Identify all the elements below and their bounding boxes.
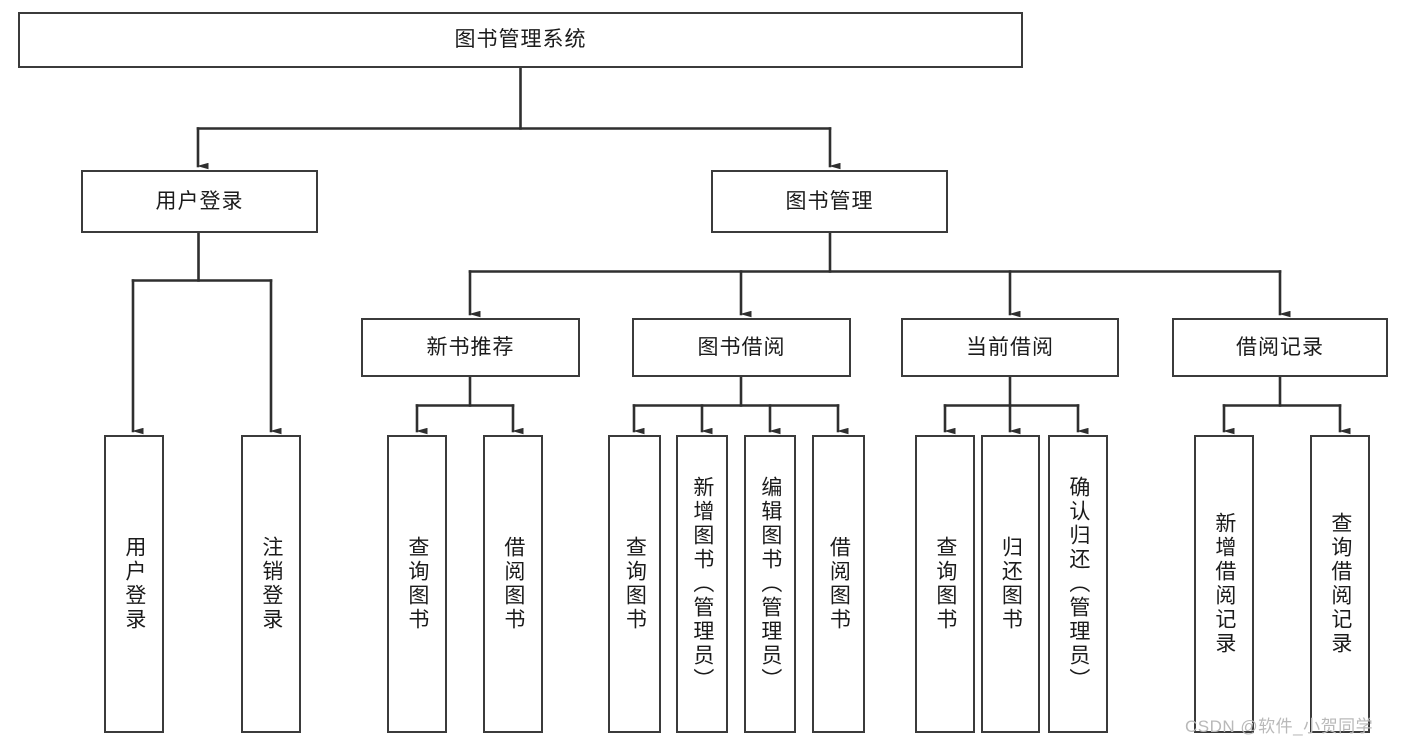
- edge-group-root: [196, 66, 841, 170]
- edge-group-borrow-record: [1222, 375, 1351, 435]
- node-leaf-query-book-2-label: 查询图书: [623, 536, 647, 632]
- edge-group-new-book-recommend: [415, 375, 524, 435]
- node-leaf-edit-book-label: 编辑图书（管理员）: [758, 476, 782, 692]
- node-leaf-query-book-2[interactable]: 查询图书: [608, 435, 661, 733]
- node-leaf-add-record-label: 新增借阅记录: [1212, 512, 1236, 656]
- node-new-book-recommend-label: 新书推荐: [426, 335, 515, 359]
- node-root[interactable]: 图书管理系统: [18, 12, 1023, 68]
- node-leaf-return-book-label: 归还图书: [999, 536, 1023, 632]
- node-leaf-add-book-label: 新增图书（管理员）: [690, 476, 714, 692]
- node-leaf-confirm-return[interactable]: 确认归还（管理员）: [1048, 435, 1108, 733]
- node-current-borrow[interactable]: 当前借阅: [901, 318, 1119, 377]
- node-book-manage-label: 图书管理: [785, 189, 874, 213]
- node-leaf-add-record[interactable]: 新增借阅记录: [1194, 435, 1254, 733]
- node-book-borrow[interactable]: 图书借阅: [632, 318, 851, 377]
- node-leaf-borrow-book-2[interactable]: 借阅图书: [812, 435, 865, 733]
- node-leaf-confirm-return-label: 确认归还（管理员）: [1066, 476, 1090, 692]
- node-leaf-add-book[interactable]: 新增图书（管理员）: [676, 435, 728, 733]
- node-leaf-query-book-3[interactable]: 查询图书: [915, 435, 975, 733]
- node-borrow-record[interactable]: 借阅记录: [1172, 318, 1388, 377]
- node-leaf-user-logout-label: 注销登录: [259, 536, 283, 632]
- node-book-borrow-label: 图书借阅: [697, 335, 786, 359]
- node-leaf-borrow-book-1-label: 借阅图书: [501, 536, 525, 632]
- node-leaf-query-book-1-label: 查询图书: [405, 536, 429, 632]
- node-leaf-user-login[interactable]: 用户登录: [104, 435, 164, 733]
- node-leaf-edit-book[interactable]: 编辑图书（管理员）: [744, 435, 796, 733]
- node-leaf-borrow-book-1[interactable]: 借阅图书: [483, 435, 543, 733]
- node-leaf-query-record[interactable]: 查询借阅记录: [1310, 435, 1370, 733]
- node-book-manage[interactable]: 图书管理: [711, 170, 948, 233]
- node-leaf-query-book-3-label: 查询图书: [933, 536, 957, 632]
- node-root-label: 图书管理系统: [454, 28, 587, 52]
- node-leaf-query-record-label: 查询借阅记录: [1328, 512, 1352, 656]
- node-user-login[interactable]: 用户登录: [81, 170, 318, 233]
- node-user-login-label: 用户登录: [155, 189, 244, 213]
- edge-group-current-borrow: [943, 375, 1089, 435]
- edge-group-book-manage: [468, 231, 1291, 318]
- node-leaf-user-logout[interactable]: 注销登录: [241, 435, 301, 733]
- node-borrow-record-label: 借阅记录: [1236, 335, 1324, 359]
- node-leaf-borrow-book-2-label: 借阅图书: [827, 536, 851, 632]
- node-leaf-user-login-label: 用户登录: [122, 536, 146, 632]
- node-current-borrow-label: 当前借阅: [966, 335, 1054, 359]
- node-leaf-query-book-1[interactable]: 查询图书: [387, 435, 447, 733]
- node-leaf-return-book[interactable]: 归还图书: [981, 435, 1040, 733]
- node-new-book-recommend[interactable]: 新书推荐: [361, 318, 580, 377]
- edge-group-user-login: [131, 231, 282, 435]
- edge-group-book-borrow: [632, 375, 849, 435]
